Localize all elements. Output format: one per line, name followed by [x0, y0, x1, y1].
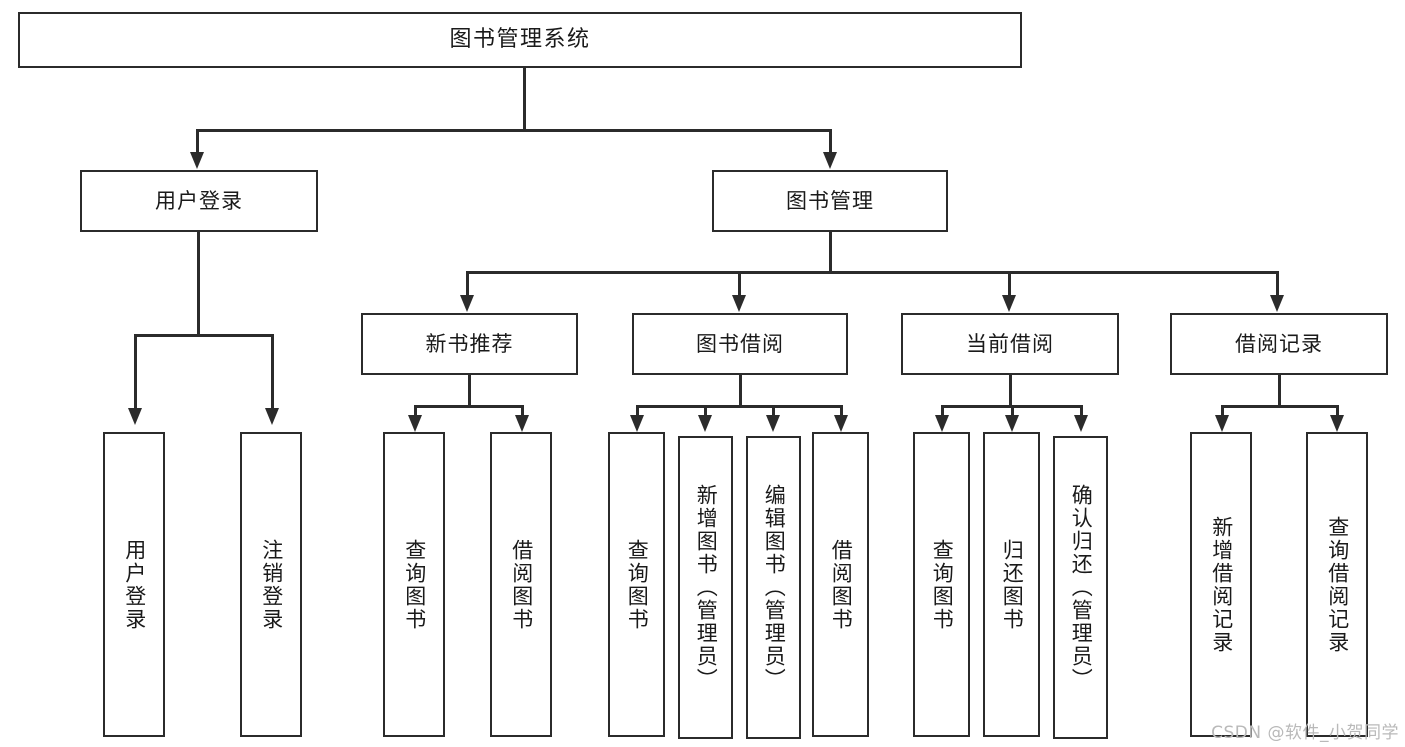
connector-new-book-bus [414, 405, 524, 408]
leaf-confirm-return-admin[interactable]: 确认归还（管理员） [1053, 436, 1108, 739]
connector-bm-to-current-borrow [1008, 271, 1011, 297]
node-label: 查询图书 [930, 538, 955, 631]
arrowhead-user-login [190, 152, 204, 169]
node-root-book-management-system[interactable]: 图书管理系统 [18, 12, 1022, 68]
connector-nb-to-leaf-1 [414, 405, 417, 417]
node-label: 用户登录 [122, 538, 147, 631]
arrowhead-cb-leaf-2 [1005, 415, 1019, 432]
connector-root-stem [523, 68, 526, 130]
leaf-add-book-admin[interactable]: 新增图书（管理员） [678, 436, 733, 739]
node-label: 查询借阅记录 [1325, 515, 1350, 654]
arrowhead-leaf-logout [265, 408, 279, 425]
node-book-management[interactable]: 图书管理 [712, 170, 948, 232]
node-label: 图书借阅 [696, 331, 784, 356]
connector-book-management-bus [466, 271, 1278, 274]
node-label: 图书管理 [786, 188, 874, 213]
connector-cb-to-leaf-3 [1080, 405, 1083, 417]
connector-bb-to-leaf-4 [840, 405, 843, 417]
arrowhead-book-borrow [732, 295, 746, 312]
connector-root-bus [196, 129, 831, 132]
connector-bb-to-leaf-2 [704, 405, 707, 417]
connector-book-management-stem [829, 232, 832, 272]
leaf-add-borrow-record[interactable]: 新增借阅记录 [1190, 432, 1252, 737]
leaf-logout[interactable]: 注销登录 [240, 432, 302, 737]
connector-new-book-stem [468, 375, 471, 406]
connector-br-to-leaf-2 [1336, 405, 1339, 417]
arrowhead-cb-leaf-1 [935, 415, 949, 432]
connector-current-borrow-stem [1009, 375, 1012, 406]
connector-user-login-to-leaf-2 [271, 334, 274, 410]
node-label: 借阅记录 [1235, 331, 1323, 356]
node-label: 新增图书（管理员） [694, 484, 719, 691]
connector-root-to-user-login [196, 129, 199, 155]
node-label: 注销登录 [259, 538, 284, 631]
node-label: 用户登录 [155, 188, 243, 213]
arrowhead-leaf-user-login [128, 408, 142, 425]
connector-bb-to-leaf-1 [636, 405, 639, 417]
connector-bb-to-leaf-3 [772, 405, 775, 417]
node-label: 当前借阅 [966, 331, 1054, 356]
connector-bm-to-new-book [466, 271, 469, 297]
node-label: 借阅图书 [829, 538, 854, 631]
arrowhead-bb-leaf-3 [766, 415, 780, 432]
connector-user-login-bus [134, 334, 274, 337]
leaf-borrow-book-recommend[interactable]: 借阅图书 [490, 432, 552, 737]
node-label: 借阅图书 [509, 538, 534, 631]
node-new-book-recommend[interactable]: 新书推荐 [361, 313, 578, 375]
connector-borrow-record-stem [1278, 375, 1281, 406]
connector-user-login-stem [197, 232, 200, 335]
node-label: 查询图书 [625, 538, 650, 631]
arrowhead-book-management [823, 152, 837, 169]
leaf-edit-book-admin[interactable]: 编辑图书（管理员） [746, 436, 801, 739]
arrowhead-nb-leaf-2 [515, 415, 529, 432]
leaf-query-borrow-record[interactable]: 查询借阅记录 [1306, 432, 1368, 737]
connector-cb-to-leaf-2 [1011, 405, 1014, 417]
arrowhead-new-book-recommend [460, 295, 474, 312]
arrowhead-bb-leaf-4 [834, 415, 848, 432]
node-label: 归还图书 [1000, 538, 1025, 631]
node-book-borrow[interactable]: 图书借阅 [632, 313, 848, 375]
leaf-query-book-recommend[interactable]: 查询图书 [383, 432, 445, 737]
arrowhead-br-leaf-1 [1215, 415, 1229, 432]
leaf-return-book[interactable]: 归还图书 [983, 432, 1040, 737]
arrowhead-bb-leaf-2 [698, 415, 712, 432]
connector-root-to-book-management [829, 129, 832, 155]
arrowhead-nb-leaf-1 [408, 415, 422, 432]
connector-book-borrow-bus [636, 405, 843, 408]
connector-bm-to-book-borrow [738, 271, 741, 297]
node-borrow-record[interactable]: 借阅记录 [1170, 313, 1388, 375]
arrowhead-borrow-record [1270, 295, 1284, 312]
arrowhead-br-leaf-2 [1330, 415, 1344, 432]
node-label: 编辑图书（管理员） [762, 484, 787, 691]
leaf-query-book-borrow[interactable]: 查询图书 [608, 432, 665, 737]
node-user-login[interactable]: 用户登录 [80, 170, 318, 232]
connector-book-borrow-stem [739, 375, 742, 406]
leaf-user-login[interactable]: 用户登录 [103, 432, 165, 737]
connector-bm-to-borrow-record [1276, 271, 1279, 297]
arrowhead-bb-leaf-1 [630, 415, 644, 432]
connector-nb-to-leaf-2 [521, 405, 524, 417]
arrowhead-cb-leaf-3 [1074, 415, 1088, 432]
connector-cb-to-leaf-1 [941, 405, 944, 417]
node-label: 图书管理系统 [449, 27, 591, 53]
connector-user-login-to-leaf-1 [134, 334, 137, 410]
node-current-borrow[interactable]: 当前借阅 [901, 313, 1119, 375]
connector-br-to-leaf-1 [1221, 405, 1224, 417]
node-label: 查询图书 [402, 538, 427, 631]
connector-borrow-record-bus [1221, 405, 1338, 408]
leaf-borrow-book[interactable]: 借阅图书 [812, 432, 869, 737]
leaf-query-book-current[interactable]: 查询图书 [913, 432, 970, 737]
node-label: 新增借阅记录 [1209, 515, 1234, 654]
node-label: 确认归还（管理员） [1069, 484, 1094, 691]
node-label: 新书推荐 [425, 331, 514, 356]
arrowhead-current-borrow [1002, 295, 1016, 312]
